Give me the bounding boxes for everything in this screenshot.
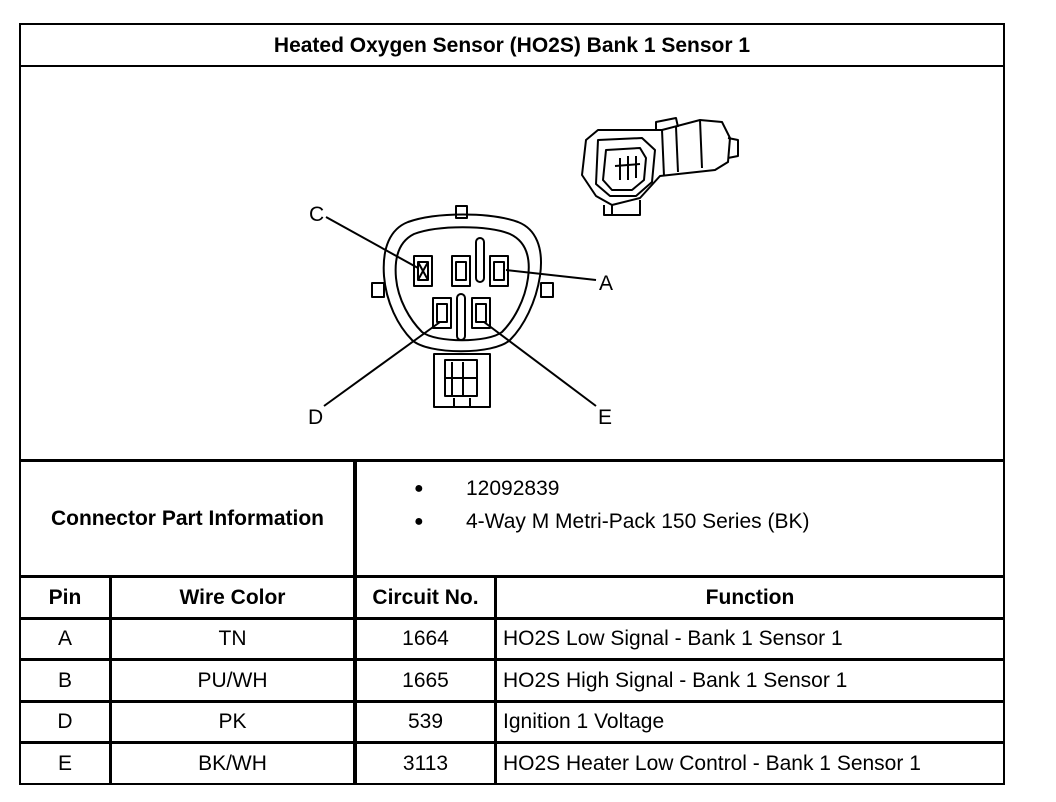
header-pin: Pin [48,585,82,609]
pin-label-c: C [309,203,324,226]
pin-label-e: E [598,406,612,429]
connector-sheet-frame [19,23,1005,785]
cell-circuit-no: 1664 [402,627,449,650]
connector-face [371,205,554,408]
cell-function: HO2S Low Signal - Bank 1 Sensor 1 [503,627,843,650]
column-divider [109,576,112,785]
cell-pin: E [57,751,72,775]
list-item: ● 12092839 [406,472,809,505]
column-divider [494,576,497,785]
cell-function: HO2S High Signal - Bank 1 Sensor 1 [503,668,848,692]
cell-wire-color: BK/WH [198,751,267,775]
header-divider [19,617,1005,620]
page-title: Heated Oxygen Sensor (HO2S) Bank 1 Senso… [273,33,751,57]
connector-info-label: Connector Part Information [50,507,324,530]
cell-function: HO2S Heater Low Control - Bank 1 Sensor … [503,751,921,775]
leader-line-d [323,321,441,407]
cell-wire-color: PK [218,710,247,733]
cell-circuit-no: 3113 [402,751,449,775]
info-divider [19,575,1005,578]
header-wire-color: Wire Color [179,585,286,609]
row-divider [19,658,1005,661]
title-divider [19,65,1005,67]
connector-info-list: ● 12092839 ● 4-Way M Metri-Pack 150 Seri… [406,472,809,538]
column-divider [353,460,357,785]
leader-line-c [325,216,419,269]
cell-circuit-no: 1665 [402,668,449,692]
header-function: Function [705,585,795,609]
row-divider [19,741,1005,744]
header-circuit-no: Circuit No. [372,585,479,609]
leader-line-e [483,321,597,407]
cell-wire-color: PU/WH [197,668,268,692]
cell-wire-color: TN [218,627,247,650]
cell-pin: B [57,668,72,692]
pin-label-a: A [599,272,613,295]
cell-function: Ignition 1 Voltage [503,710,665,733]
diagram-divider [19,459,1005,462]
cell-pin: D [57,710,73,733]
connector-diagram: C A D E [308,117,739,429]
pin-label-d: D [308,406,323,429]
cell-circuit-no: 539 [407,710,444,733]
bullet-icon: ● [414,479,424,497]
part-number: 12092839 [466,476,560,500]
list-item: ● 4-Way M Metri-Pack 150 Series (BK) [406,505,809,538]
connector-description: 4-Way M Metri-Pack 150 Series (BK) [466,509,810,533]
bullet-icon: ● [414,512,424,530]
connector-3d-icon [581,117,739,216]
row-divider [19,700,1005,703]
leader-line-a [505,269,597,281]
cell-pin: A [57,627,72,650]
